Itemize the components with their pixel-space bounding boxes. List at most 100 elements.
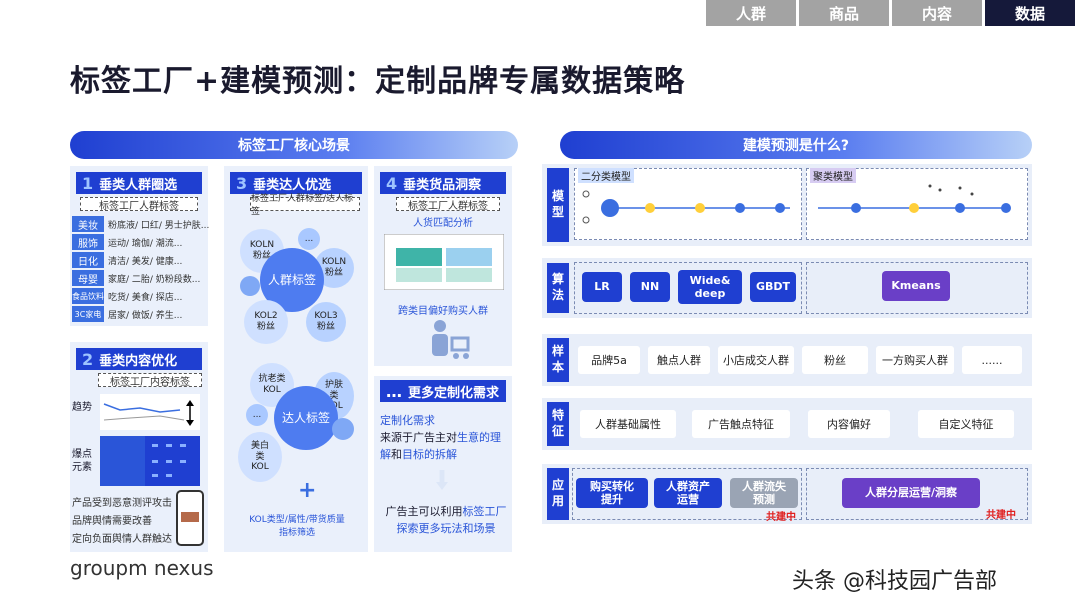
s2-line: 定向负面舆情人群触达 <box>72 534 172 545</box>
s5-t2: 来源于广告主对生意的理解和目标的拆解 <box>380 430 510 463</box>
app-asset-button[interactable]: 人群资产 运营 <box>654 478 722 508</box>
algo-kmeans-button[interactable]: Kmeans <box>882 271 950 301</box>
algo-cluster-box <box>806 262 1028 314</box>
feature-item[interactable]: 内容偏好 <box>808 410 890 438</box>
trend-chart <box>100 394 200 430</box>
algo-wide-deep-button[interactable]: Wide& deep <box>678 270 742 304</box>
s5-t2c: 解 <box>380 447 391 461</box>
s5-t2b: 生意的理 <box>457 431 501 444</box>
left-section-pill: 标签工厂核心场景 <box>70 131 518 159</box>
s1-category-tag: 美妆 <box>72 216 104 232</box>
s2-line: 品牌舆情需要改善 <box>72 516 152 527</box>
cobuild-tag-2: 共建中 <box>986 510 1016 521</box>
panel-s3 <box>224 166 368 552</box>
element-chart <box>100 436 200 486</box>
s3-footnote: KOL类型/属性/带货质量 指标筛选 <box>249 515 345 538</box>
s5-t2d: 和 <box>391 447 402 461</box>
small-bubble-2 <box>332 418 354 440</box>
algo-box <box>574 262 802 314</box>
app-churn-button[interactable]: 人群流失 预测 <box>730 478 798 508</box>
binary-flow <box>582 190 790 224</box>
s1-category-tag: 3C家电 <box>72 306 104 322</box>
panel-s5 <box>374 376 512 552</box>
kol-tag-bubble: 达人标签 <box>274 386 338 450</box>
matrix-chart <box>384 234 504 290</box>
s2-title: 垂类内容优化 <box>99 353 178 369</box>
sample-item[interactable]: 一方购买人群 <box>876 346 954 374</box>
sample-item[interactable]: 小店成交人群 <box>718 346 794 374</box>
s2-num: 2 <box>82 349 94 369</box>
s4-label-box: 标签工厂人群标签 <box>396 197 500 212</box>
feature-item[interactable]: 自定义特征 <box>918 410 1014 438</box>
top-nav: 人群 商品 内容 数据 <box>706 0 1075 26</box>
row-algo-label: 算 法 <box>547 263 569 313</box>
s1-category-tag: 食品饮料 <box>72 288 104 304</box>
s5-t3b: 标签工 <box>462 505 496 518</box>
s2-trend-label: 趋势 <box>72 402 92 413</box>
app-layer-button[interactable]: 人群分层运营/洞察 <box>842 478 980 508</box>
feature-item[interactable]: 广告触点特征 <box>692 410 790 438</box>
s4-footnote: 跨类目偏好购买人群 <box>398 306 488 317</box>
row-model-label: 模 型 <box>547 168 569 242</box>
s5-t1: 定制化需求 <box>380 414 435 427</box>
s1-category-tag: 服饰 <box>72 234 104 250</box>
s5-t2a: 来源于广告主对 <box>380 431 457 444</box>
s3-title: 垂类达人优选 <box>253 177 332 193</box>
kol-3-bubble: KOL3 粉丝 <box>306 302 346 342</box>
sample-item[interactable]: ...... <box>962 346 1022 374</box>
s2-label-box: 标签工厂内容标签 <box>98 373 202 388</box>
watermark: 头条 @科技园广告部 <box>792 569 997 594</box>
page-title: 标签工厂+建模预测：定制品牌专属数据策略 <box>70 64 686 99</box>
model-binary-title: 二分类模型 <box>578 168 634 183</box>
row-feature-label: 特 征 <box>547 402 569 446</box>
cobuild-tag-1: 共建中 <box>766 512 796 523</box>
s1-category-text: 吃货/ 美食/ 探店... <box>108 293 183 303</box>
s2-line: 产品受到恶意测评攻击 <box>72 498 172 509</box>
nav-tab-goods[interactable]: 商品 <box>799 0 889 26</box>
s4-num: 4 <box>386 173 398 193</box>
s3-header: 3 垂类达人优选 <box>230 172 362 194</box>
app-box <box>572 468 802 520</box>
s1-category-text: 居家/ 做饭/ 养生... <box>108 311 183 321</box>
algo-lr-button[interactable]: LR <box>582 272 622 302</box>
s5-t3: 广告主可以利用标签工厂探索更多玩法和场景 <box>384 504 508 537</box>
s5-t2e: 目标的拆解 <box>402 447 457 461</box>
dots-bubble: ... <box>298 228 320 250</box>
dots-bubble-2: ... <box>246 404 268 426</box>
app-conversion-button[interactable]: 购买转化 提升 <box>576 478 648 508</box>
s5-title: 更多定制化需求 <box>408 385 500 401</box>
algo-nn-button[interactable]: NN <box>630 272 670 302</box>
algo-gbdt-button[interactable]: GBDT <box>750 272 796 302</box>
s5-header: … 更多定制化需求 <box>380 380 506 402</box>
feature-item[interactable]: 人群基础属性 <box>580 410 676 438</box>
s3-num: 3 <box>236 173 248 193</box>
sample-item[interactable]: 品牌5a <box>578 346 640 374</box>
s1-category-tag: 日化 <box>72 252 104 268</box>
shopping-person-icon <box>432 320 470 359</box>
s1-category-tag: 母婴 <box>72 270 104 286</box>
s2-element-label: 爆点 元素 <box>72 449 92 473</box>
s1-category-text: 粉底液/ 口红/ 男士护肤... <box>108 221 210 231</box>
sample-item[interactable]: 粉丝 <box>802 346 868 374</box>
s5-t3a: 广告主可以利用 <box>385 505 463 518</box>
whitening-kol-bubble: 美白 类 KOL <box>238 432 282 482</box>
sample-item[interactable]: 触点人群 <box>648 346 710 374</box>
kol-2-bubble: KOL2 粉丝 <box>244 300 288 344</box>
s1-category-text: 家庭/ 二胎/ 奶粉段数... <box>108 275 201 285</box>
model-cluster-title: 聚类模型 <box>810 168 856 183</box>
phone-icon <box>176 490 204 546</box>
s1-label-box: 标签工厂人群标签 <box>80 197 198 212</box>
s2-header: 2 垂类内容优化 <box>76 348 202 370</box>
s1-category-text: 清洁/ 美发/ 健康... <box>108 257 183 267</box>
s4-sub: 人货匹配分析 <box>413 218 473 229</box>
nav-tab-content[interactable]: 内容 <box>892 0 982 26</box>
plus-icon: + <box>298 478 317 503</box>
nav-tab-data[interactable]: 数据 <box>985 0 1075 26</box>
nav-tab-crowd[interactable]: 人群 <box>706 0 796 26</box>
s5-ellipsis: … <box>386 381 402 401</box>
row-app-label: 应 用 <box>547 468 569 520</box>
small-bubble <box>240 276 260 296</box>
row-sample-label: 样 本 <box>547 338 569 382</box>
s1-title: 垂类人群圈选 <box>99 177 178 193</box>
